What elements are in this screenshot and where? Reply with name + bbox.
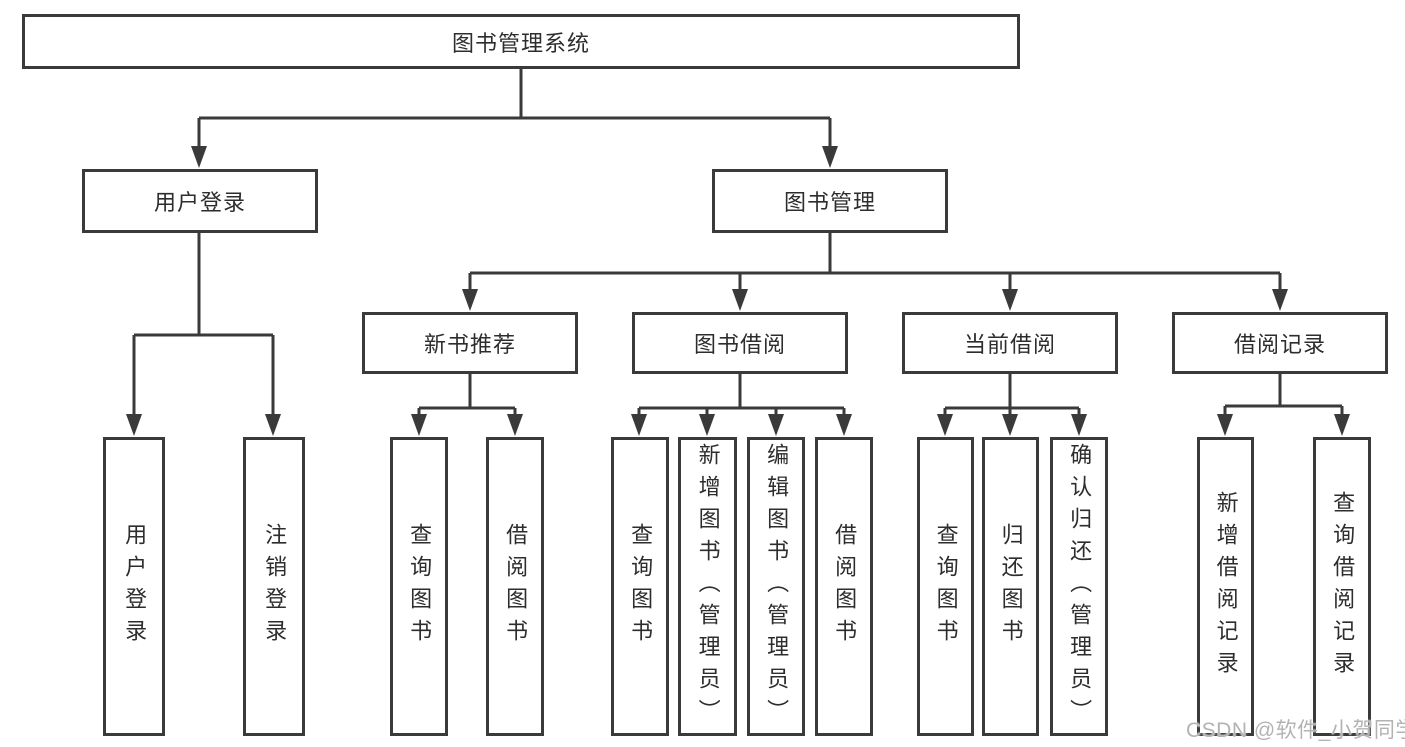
leaf-records-query-record: 查询借阅记录 xyxy=(1313,437,1371,736)
leaf-records-query-record-label: 查询借阅记录 xyxy=(1330,490,1356,683)
node-borrowing-records: 借阅记录 xyxy=(1172,312,1388,374)
node-current-borrowing-label: 当前借阅 xyxy=(963,332,1056,357)
leaf-logout: 注销登录 xyxy=(243,437,305,736)
leaf-newbook-borrow-books-label: 借阅图书 xyxy=(503,522,529,651)
node-book-borrowing: 图书借阅 xyxy=(632,312,848,374)
leaf-borrowing-query-books-label: 查询图书 xyxy=(628,522,654,651)
node-user-login: 用户登录 xyxy=(82,169,318,233)
leaf-borrowing-edit-books-admin-label: 编辑图书（管理员） xyxy=(764,442,790,731)
node-book-management: 图书管理 xyxy=(712,169,948,233)
node-current-borrowing: 当前借阅 xyxy=(902,312,1118,374)
node-library-system-label: 图书管理系统 xyxy=(451,30,590,56)
leaf-logout-label: 注销登录 xyxy=(262,522,288,651)
leaf-borrowing-borrow-books-label: 借阅图书 xyxy=(832,522,858,651)
node-new-book-recommend-label: 新书推荐 xyxy=(423,332,516,357)
leaf-current-return-books: 归还图书 xyxy=(982,437,1039,736)
leaf-borrowing-query-books: 查询图书 xyxy=(611,437,669,736)
leaf-borrowing-add-books-admin: 新增图书（管理员） xyxy=(678,437,737,736)
node-borrowing-records-label: 借阅记录 xyxy=(1233,332,1326,357)
leaf-current-confirm-return-admin-label: 确认归还（管理员） xyxy=(1067,442,1093,731)
node-book-borrowing-label: 图书借阅 xyxy=(693,332,786,357)
leaf-newbook-query-books: 查询图书 xyxy=(390,437,448,736)
leaf-records-add-record: 新增借阅记录 xyxy=(1197,437,1254,736)
leaf-current-confirm-return-admin: 确认归还（管理员） xyxy=(1050,437,1108,736)
node-library-system: 图书管理系统 xyxy=(22,14,1020,69)
node-book-management-label: 图书管理 xyxy=(783,190,876,215)
leaf-borrowing-edit-books-admin: 编辑图书（管理员） xyxy=(747,437,805,736)
leaf-borrowing-add-books-admin-label: 新增图书（管理员） xyxy=(695,442,721,731)
leaf-newbook-query-books-label: 查询图书 xyxy=(407,522,433,651)
leaf-newbook-borrow-books: 借阅图书 xyxy=(486,437,544,736)
node-user-login-label: 用户登录 xyxy=(153,190,246,215)
leaf-current-query-books: 查询图书 xyxy=(917,437,974,736)
watermark: CSDN @软件_小贺同学 xyxy=(1186,719,1405,742)
leaf-user-login: 用户登录 xyxy=(103,437,165,736)
leaf-user-login-label: 用户登录 xyxy=(122,522,148,651)
leaf-borrowing-borrow-books: 借阅图书 xyxy=(815,437,873,736)
node-new-book-recommend: 新书推荐 xyxy=(362,312,578,374)
leaf-records-add-record-label: 新增借阅记录 xyxy=(1213,490,1239,683)
leaf-current-return-books-label: 归还图书 xyxy=(998,522,1024,651)
leaf-current-query-books-label: 查询图书 xyxy=(933,522,959,651)
